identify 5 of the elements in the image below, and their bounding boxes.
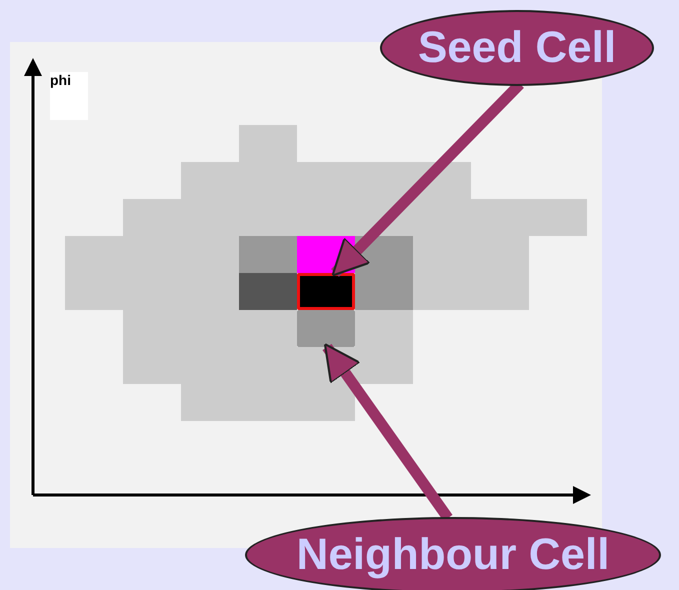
callout-ellipse: Seed Cell [380,10,654,86]
seed-cell [297,273,355,310]
neighbour-cell [297,310,355,347]
axis-label: phi [50,72,88,120]
callout-ellipse: Neighbour Cell [245,517,661,590]
